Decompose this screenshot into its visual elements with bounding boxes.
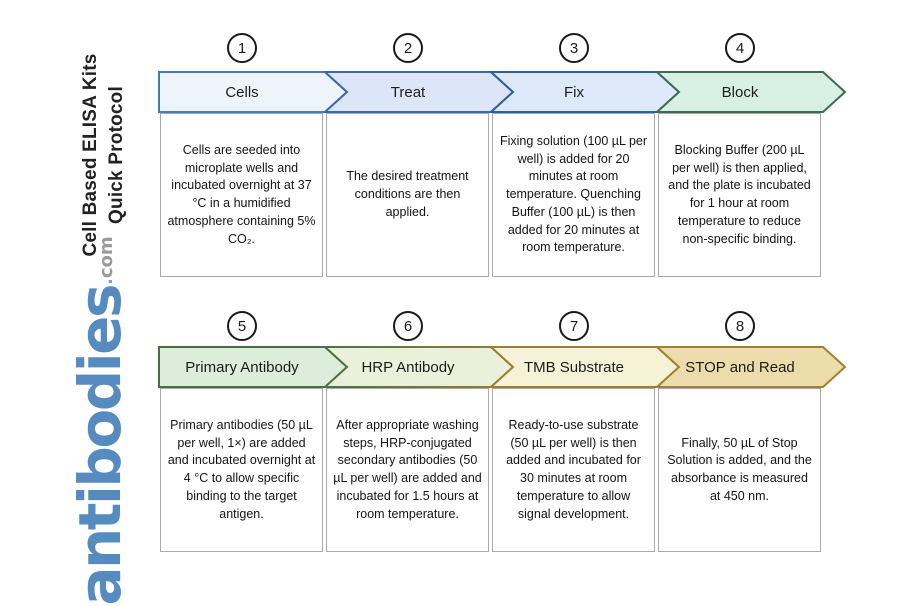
step-number: 3 xyxy=(569,39,579,57)
step-description-box: The desired treatment conditions are the… xyxy=(326,113,489,277)
step-number: 6 xyxy=(403,317,413,335)
step-description-box: Fixing solution (100 µL per well) is add… xyxy=(492,113,655,277)
step-description-box: Finally, 50 µL of Stop Solution is added… xyxy=(658,388,821,552)
page-title-line1: Cell Based ELISA Kits xyxy=(79,53,101,257)
arrow-banner-stop-and-read xyxy=(654,346,847,388)
page-title: Cell Based ELISA Kits Quick Protocol xyxy=(78,53,130,256)
step-number: 5 xyxy=(237,317,247,335)
step-number: 4 xyxy=(735,39,745,57)
row1-arrow-banners xyxy=(158,71,847,113)
step-description-box: Cells are seeded into microplate wells a… xyxy=(160,113,323,277)
step-number: 1 xyxy=(237,39,247,57)
step-description: After appropriate washing steps, HRP-con… xyxy=(333,417,482,521)
step-description-box: After appropriate washing steps, HRP-con… xyxy=(326,388,489,552)
step-number: 7 xyxy=(569,317,579,335)
banner-label-tmb-substrate: TMB Substrate xyxy=(523,358,625,376)
step-description: Primary antibodies (50 µL per well, 1×) … xyxy=(167,417,316,521)
step-number-badge: 8 xyxy=(725,311,755,341)
logo-tld: .com xyxy=(96,236,117,285)
step-number-badge: 4 xyxy=(725,33,755,63)
step-number-badge: 5 xyxy=(227,311,257,341)
step-number: 2 xyxy=(403,39,413,57)
banner-label-block: Block xyxy=(721,83,759,101)
banner-label-stop-and-read: STOP and Read xyxy=(685,358,795,376)
step-description: The desired treatment conditions are the… xyxy=(346,169,469,219)
step-number-badge: 2 xyxy=(393,33,423,63)
banner-label-primary-antibody: Primary Antibody xyxy=(185,358,299,376)
step-number-badge: 7 xyxy=(559,311,589,341)
banner-label-cells: Cells xyxy=(225,83,259,101)
arrow-banner-block xyxy=(654,71,847,113)
antibodies-logo: antibodies.com xyxy=(66,236,134,605)
step-description: Blocking Buffer (200 µL per well) is the… xyxy=(668,142,811,246)
step-number-badge: 3 xyxy=(559,33,589,63)
step-number-badge: 1 xyxy=(227,33,257,63)
step-description: Ready-to-use substrate (50 µL per well) … xyxy=(506,417,641,521)
step-description: Finally, 50 µL of Stop Solution is added… xyxy=(667,435,812,503)
logo-wordmark: antibodies xyxy=(66,285,134,606)
step-number: 8 xyxy=(735,317,745,335)
step-description-box: Ready-to-use substrate (50 µL per well) … xyxy=(492,388,655,552)
step-description: Fixing solution (100 µL per well) is add… xyxy=(499,133,648,255)
row2-arrow-banners xyxy=(158,346,847,388)
step-description-box: Primary antibodies (50 µL per well, 1×) … xyxy=(160,388,323,552)
page-title-line2: Quick Protocol xyxy=(106,86,127,224)
banner-label-hrp-antibody: HRP Antibody xyxy=(361,358,455,376)
step-description: Cells are seeded into microplate wells a… xyxy=(167,142,316,246)
step-description-box: Blocking Buffer (200 µL per well) is the… xyxy=(658,113,821,277)
step-number-badge: 6 xyxy=(393,311,423,341)
banner-label-fix: Fix xyxy=(564,83,584,101)
banner-label-treat: Treat xyxy=(390,83,426,101)
